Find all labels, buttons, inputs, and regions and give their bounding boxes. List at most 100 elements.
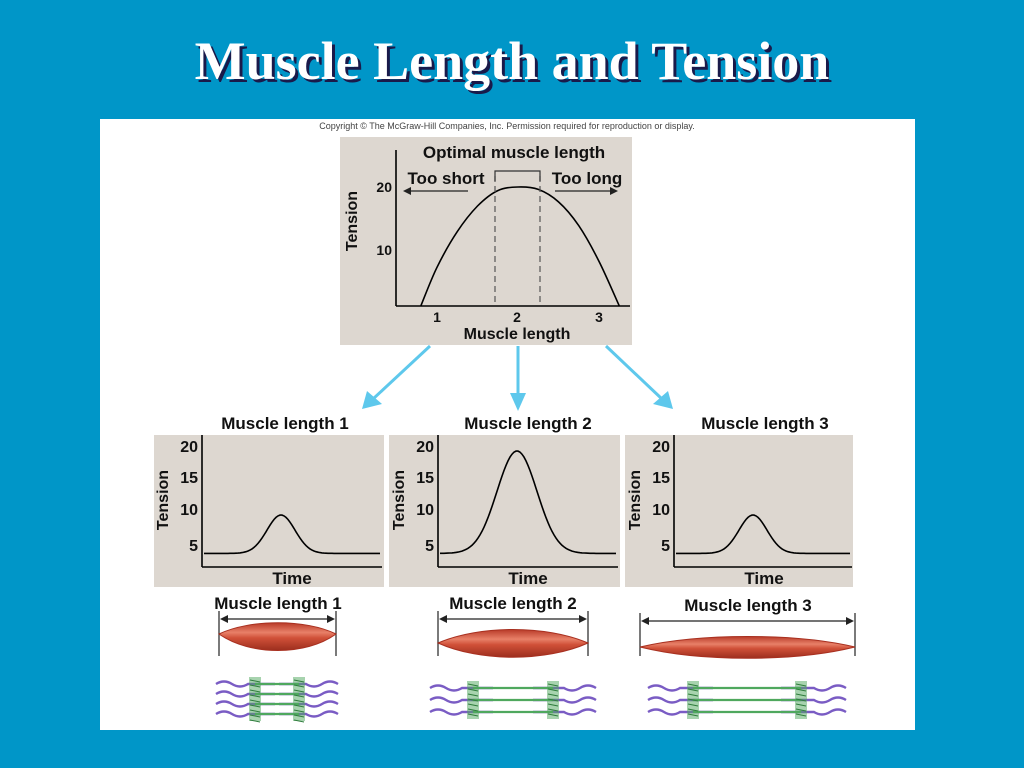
panel-3-ytick-5: 5 <box>661 538 670 555</box>
muscle-length-tension-figure: Copyright © The McGraw-Hill Companies, I… <box>154 121 856 723</box>
arrow-to-panel-3-head <box>653 391 673 409</box>
actin-filament-right <box>533 696 597 704</box>
actin-filament-right <box>533 708 597 716</box>
panel-3-muscle-label: Muscle length 3 <box>684 596 812 615</box>
top-ytick-20: 20 <box>376 179 392 195</box>
cross-bridge-zone <box>293 677 305 721</box>
myosin-head <box>467 713 479 717</box>
panel-1-title: Muscle length 1 <box>221 414 349 433</box>
myosin-head <box>467 698 479 702</box>
myosin-head <box>467 703 479 707</box>
myosin-head <box>249 709 261 713</box>
actin-filament-right <box>279 710 339 718</box>
myosin-head <box>795 688 807 692</box>
panel-1-sarcomere-diagram <box>215 677 339 723</box>
panel-2-ytick-15: 15 <box>416 470 434 487</box>
panel-2-graph-background <box>389 435 620 587</box>
panel-3-muscle-length-bracket <box>639 613 856 656</box>
myosin-head <box>293 704 305 708</box>
actin-filament-right <box>279 680 339 688</box>
actin-filament-left <box>215 710 275 718</box>
myosin-head <box>687 708 699 712</box>
panel-1-muscle-label: Muscle length 1 <box>214 594 342 613</box>
actin-filament-right <box>781 708 847 716</box>
panel-3-title: Muscle length 3 <box>701 414 829 433</box>
actin-filament-left <box>429 708 493 716</box>
arrow-to-panel-1-head <box>362 391 382 409</box>
myosin-head <box>293 719 305 723</box>
myosin-head <box>795 683 807 687</box>
panel-2-muscle-shape <box>436 629 590 658</box>
myosin-head <box>547 698 559 702</box>
panel-2-ytick-20: 20 <box>416 439 434 456</box>
copyright-notice: Copyright © The McGraw-Hill Companies, I… <box>319 121 694 131</box>
myosin-head <box>249 704 261 708</box>
panel-3-graph-background <box>625 435 853 587</box>
panel-3-sarcomere-diagram <box>647 681 847 719</box>
actin-filament-right <box>279 700 339 708</box>
top-xtick-1: 1 <box>433 309 441 325</box>
panel-muscle-length-2: Muscle length 2 20 15 10 5 Tension Time … <box>389 414 620 719</box>
panel-3-twitch-curve <box>676 514 850 555</box>
too-long-label: Too long <box>552 169 623 188</box>
panel-1-ytick-15: 15 <box>180 470 198 487</box>
actin-filament-left <box>215 690 275 698</box>
top-xtick-3: 3 <box>595 309 603 325</box>
myosin-head <box>547 708 559 712</box>
actin-filament-left <box>429 684 493 692</box>
actin-filament-right <box>781 684 847 692</box>
top-y-axis-label: Tension <box>344 191 361 251</box>
panel-2-x-axis-label: Time <box>508 569 547 588</box>
top-x-axis-label: Muscle length <box>464 326 571 343</box>
myosin-head <box>795 703 807 707</box>
length-tension-curve <box>420 186 621 307</box>
panel-1-ytick-20: 20 <box>180 439 198 456</box>
panel-1-x-axis-label: Time <box>272 569 311 588</box>
myosin-head <box>293 714 305 718</box>
actin-filament-right <box>279 690 339 698</box>
actin-filament-left <box>647 708 713 716</box>
arrow-to-panel-2-head <box>510 393 526 411</box>
actin-filament-left <box>215 680 275 688</box>
panel-3-muscle-shape <box>639 636 856 659</box>
panel-3-ytick-20: 20 <box>652 439 670 456</box>
arrow-to-panel-1 <box>371 344 432 401</box>
myosin-head <box>249 679 261 683</box>
myosin-head <box>293 684 305 688</box>
top-graph-background <box>340 137 632 345</box>
myosin-head <box>467 708 479 712</box>
myosin-head <box>467 683 479 687</box>
panel-3-ytick-10: 10 <box>652 502 670 519</box>
top-ytick-10: 10 <box>376 242 392 258</box>
panel-2-title: Muscle length 2 <box>464 414 592 433</box>
top-xtick-2: 2 <box>513 309 521 325</box>
panel-1-ytick-10: 10 <box>180 502 198 519</box>
myosin-head <box>547 703 559 707</box>
arrow-to-panel-3 <box>604 344 664 401</box>
actin-filament-right <box>533 684 597 692</box>
panel-1-muscle-shape <box>218 622 337 651</box>
panel-muscle-length-1: Muscle length 1 20 15 10 5 Tension Time … <box>154 414 384 723</box>
actin-filament-left <box>429 696 493 704</box>
myosin-head <box>467 688 479 692</box>
myosin-head <box>687 703 699 707</box>
top-graph: 20 10 1 2 3 Muscle length Tension Optima… <box>340 137 632 345</box>
myosin-head <box>249 689 261 693</box>
panel-2-ytick-10: 10 <box>416 502 434 519</box>
panel-1-y-axis-label: Tension <box>155 470 172 530</box>
panel-2-y-axis-label: Tension <box>391 470 408 530</box>
panel-3-y-axis-label: Tension <box>627 470 644 530</box>
figure-panel: Copyright © The McGraw-Hill Companies, I… <box>100 119 915 730</box>
myosin-head <box>687 683 699 687</box>
optimal-length-label: Optimal muscle length <box>423 143 605 162</box>
myosin-head <box>293 679 305 683</box>
panel-1-twitch-curve <box>204 514 380 555</box>
optimal-bracket <box>494 170 541 181</box>
myosin-head <box>547 683 559 687</box>
actin-filament-left <box>647 696 713 704</box>
actin-filament-right <box>781 696 847 704</box>
myosin-head <box>249 699 261 703</box>
myosin-head <box>293 709 305 713</box>
panel-1-graph-background <box>154 435 384 587</box>
myosin-head <box>795 713 807 717</box>
